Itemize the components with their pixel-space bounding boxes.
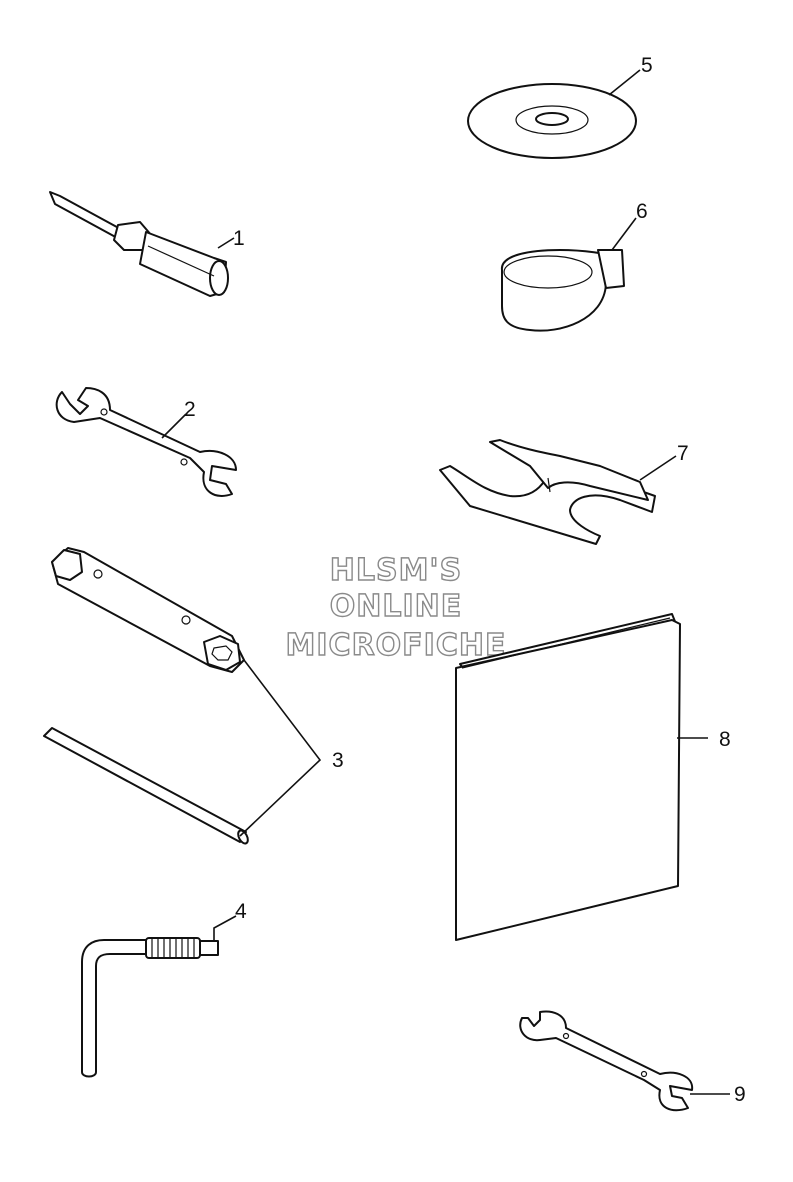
- callout-7: 7: [677, 442, 689, 465]
- callout-4: 4: [235, 900, 247, 923]
- watermark-line-1: HLSM'S: [330, 553, 462, 588]
- leader-line-2: [161, 413, 187, 439]
- small-wrench-icon: [519, 1010, 694, 1112]
- strap-roll-icon: [500, 249, 625, 332]
- callout-5: 5: [641, 54, 653, 77]
- screwdriver-icon: [49, 191, 229, 297]
- leader-line-3: [239, 659, 322, 837]
- callout-1: 1: [233, 227, 245, 250]
- watermark-line-3: MICROFICHE: [286, 628, 507, 663]
- callout-3: 3: [332, 749, 344, 772]
- leader-line-1: [217, 237, 235, 249]
- hex-key-icon: [81, 937, 219, 1078]
- callout-2: 2: [184, 398, 196, 421]
- callout-6: 6: [636, 200, 648, 223]
- disc-icon: [467, 83, 637, 159]
- leader-line-5: [608, 69, 641, 96]
- leader-line-6: [611, 217, 637, 251]
- leader-line-7: [639, 455, 677, 481]
- callout-8: 8: [719, 728, 731, 751]
- callout-9: 9: [734, 1083, 746, 1106]
- open-end-wrench-icon: [55, 387, 237, 497]
- manual-booklet-icon: [455, 613, 681, 941]
- box-wrench-icon: [51, 547, 245, 673]
- spanner-plate-icon: [439, 439, 656, 545]
- leader-line-4: [213, 915, 237, 940]
- watermark: HLSM'S ONLINE MICROFICHE: [285, 552, 507, 663]
- watermark-line-2: ONLINE: [330, 589, 463, 624]
- rod-icon: [43, 727, 249, 845]
